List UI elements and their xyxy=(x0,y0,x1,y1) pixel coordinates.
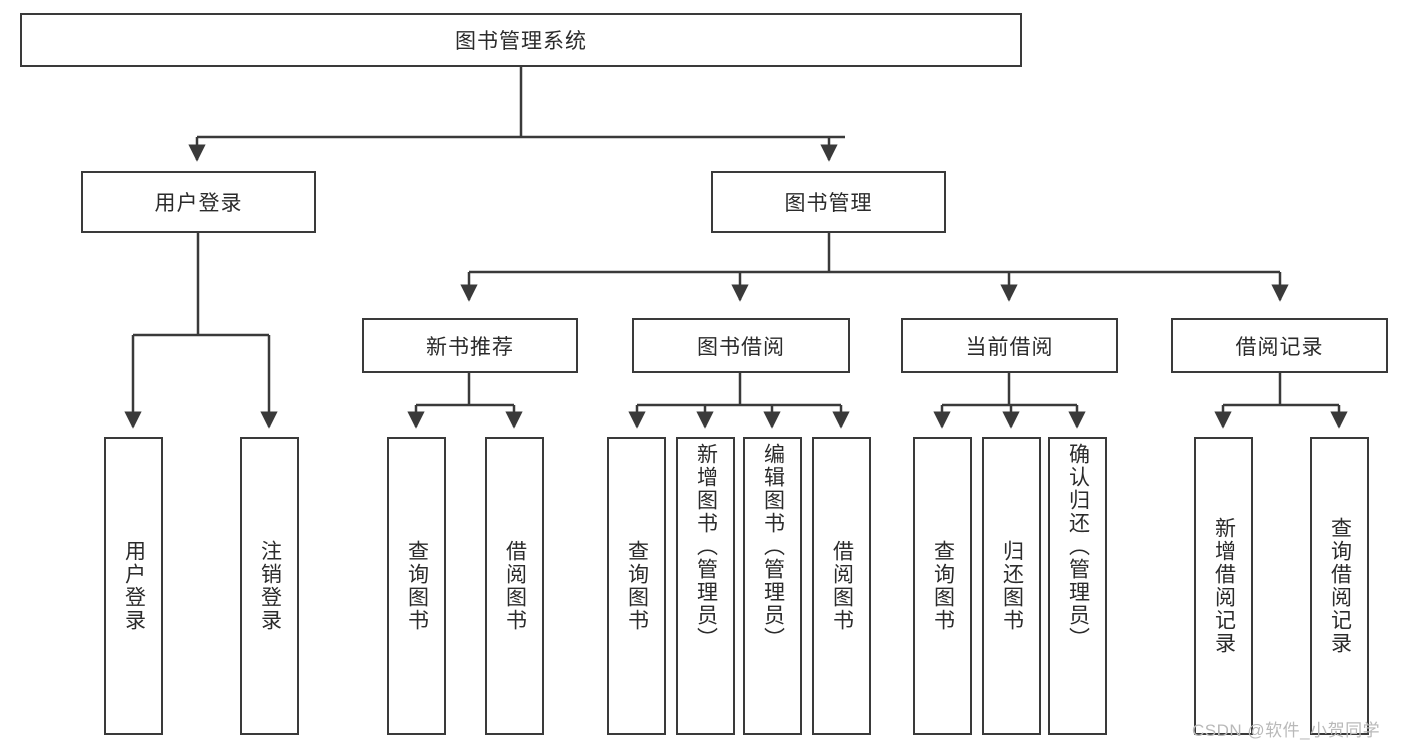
node-book-management[interactable]: 图书管理 xyxy=(711,171,946,233)
leaf-borrow-add-book-admin[interactable]: 新增图书（管理员） xyxy=(676,437,735,735)
node-label: 新增图书（管理员） xyxy=(694,443,718,650)
leaf-borrow-borrow-book[interactable]: 借阅图书 xyxy=(812,437,871,735)
node-label: 当前借阅 xyxy=(965,335,1054,359)
node-label: 查询图书 xyxy=(625,540,649,632)
leaf-recommend-borrow-book[interactable]: 借阅图书 xyxy=(485,437,544,735)
node-label: 查询图书 xyxy=(405,540,429,632)
leaf-borrow-query-book[interactable]: 查询图书 xyxy=(607,437,666,735)
node-book-borrow[interactable]: 图书借阅 xyxy=(632,318,850,373)
node-borrow-record[interactable]: 借阅记录 xyxy=(1171,318,1388,373)
node-label: 确认归还（管理员） xyxy=(1066,443,1090,650)
node-label: 借阅图书 xyxy=(503,540,527,632)
node-label: 注销登录 xyxy=(258,540,282,632)
leaf-borrow-edit-book-admin[interactable]: 编辑图书（管理员） xyxy=(743,437,802,735)
node-label: 查询借阅记录 xyxy=(1328,517,1352,655)
leaf-record-add-record[interactable]: 新增借阅记录 xyxy=(1194,437,1253,735)
node-label: 图书借阅 xyxy=(697,335,785,359)
node-label: 编辑图书（管理员） xyxy=(761,443,785,650)
node-label: 用户登录 xyxy=(122,540,146,632)
leaf-recommend-query-book[interactable]: 查询图书 xyxy=(387,437,446,735)
node-root-system[interactable]: 图书管理系统 xyxy=(20,13,1022,67)
leaf-current-return-book[interactable]: 归还图书 xyxy=(982,437,1041,735)
csdn-watermark: CSDN @软件_小贺同学 xyxy=(1192,721,1381,740)
leaf-current-query-book[interactable]: 查询图书 xyxy=(913,437,972,735)
leaf-record-query-record[interactable]: 查询借阅记录 xyxy=(1310,437,1369,735)
node-label: 新书推荐 xyxy=(426,335,514,359)
node-label: 借阅图书 xyxy=(830,540,854,632)
node-label: 新增借阅记录 xyxy=(1212,517,1236,655)
node-label: 借阅记录 xyxy=(1235,335,1324,359)
leaf-user-login-login[interactable]: 用户登录 xyxy=(104,437,163,735)
node-new-book-recommend[interactable]: 新书推荐 xyxy=(362,318,578,373)
leaf-current-confirm-return-admin[interactable]: 确认归还（管理员） xyxy=(1048,437,1107,735)
node-label: 查询图书 xyxy=(931,540,955,632)
node-label: 归还图书 xyxy=(1000,540,1024,632)
node-current-borrow[interactable]: 当前借阅 xyxy=(901,318,1118,373)
leaf-user-login-logout[interactable]: 注销登录 xyxy=(240,437,299,735)
node-label: 图书管理系统 xyxy=(455,30,587,53)
node-user-login[interactable]: 用户登录 xyxy=(81,171,316,233)
node-label: 用户登录 xyxy=(154,192,243,215)
node-label: 图书管理 xyxy=(784,192,873,215)
